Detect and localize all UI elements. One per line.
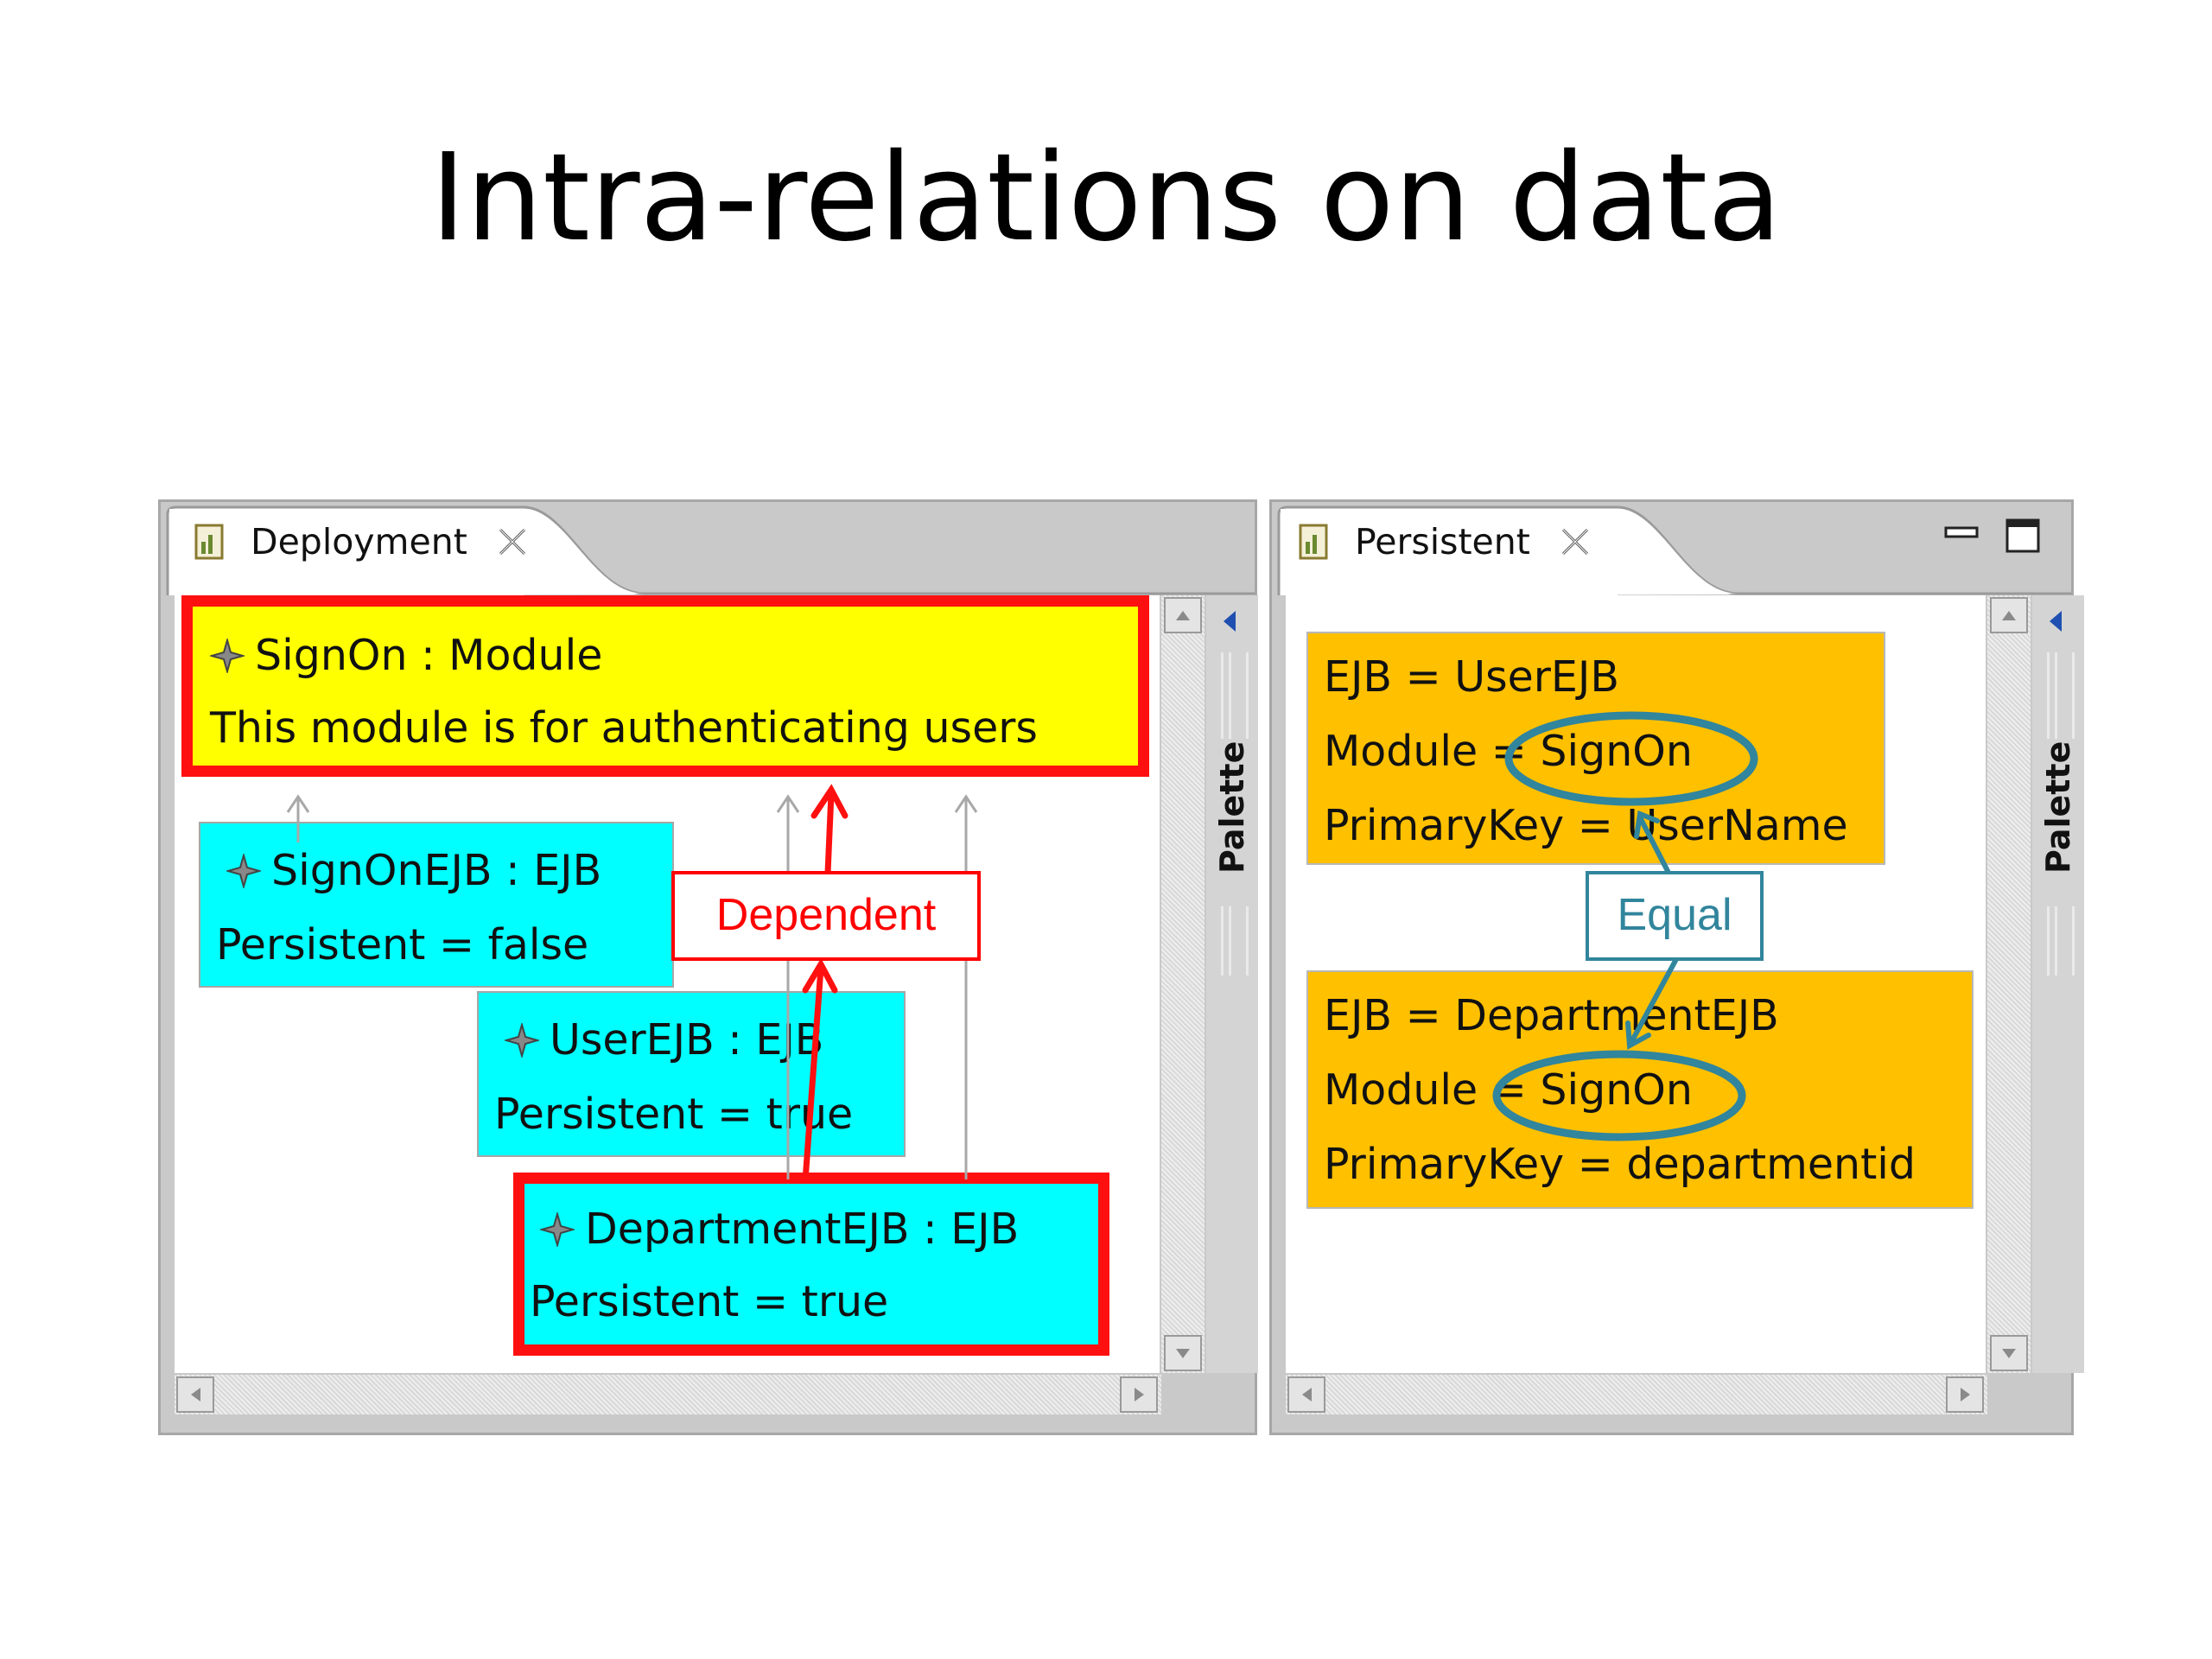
node-departmentejb-prop: Persistent = true	[530, 1277, 889, 1326]
record-userejb-ejb: EJB = UserEJB	[1324, 652, 1619, 702]
record-departmentejb-ejb: EJB = DepartmentEJB	[1324, 991, 1779, 1040]
palette-grip	[2047, 652, 2075, 739]
node-signonejb[interactable]: SignOnEJB : EJB Persistent = false	[199, 822, 674, 988]
deployment-vertical-scrollbar[interactable]	[1161, 595, 1205, 1373]
palette-grip	[2047, 906, 2075, 976]
arrow-right-icon	[1960, 1388, 1970, 1402]
scroll-down-button[interactable]	[1990, 1335, 2028, 1371]
node-signon-title: SignOn : Module	[255, 631, 603, 680]
close-icon[interactable]	[1556, 523, 1594, 561]
element-icon	[226, 854, 261, 888]
diagram-file-icon	[194, 524, 224, 560]
node-userejb-prop: Persistent = true	[494, 1090, 854, 1139]
palette-label: Palette	[2039, 741, 2077, 874]
palette-grip	[1221, 652, 1249, 739]
persistent-canvas[interactable]: EJB = UserEJB Module = SignOn PrimaryKey…	[1286, 595, 1986, 1373]
palette-collapse-icon[interactable]	[2050, 611, 2062, 632]
deployment-palette[interactable]: Palette	[1206, 595, 1258, 1373]
minimize-icon[interactable]	[1943, 521, 1980, 543]
node-departmentejb[interactable]: DepartmentEJB : EJB Persistent = true	[513, 1173, 1109, 1356]
close-icon[interactable]	[493, 523, 531, 561]
record-userejb[interactable]: EJB = UserEJB Module = SignOn PrimaryKey…	[1306, 632, 1885, 865]
deployment-tab-shape	[166, 505, 1255, 595]
palette-label: Palette	[1213, 741, 1251, 874]
slide-title: Intra-relations on data	[430, 128, 1782, 269]
persistent-horizontal-scrollbar[interactable]	[1286, 1375, 1987, 1414]
node-signonejb-prop: Persistent = false	[216, 920, 589, 969]
arrow-up-icon	[1176, 610, 1190, 620]
tab-persistent-label: Persistent	[1355, 521, 1530, 563]
node-signon-desc: This module is for authenticating users	[210, 703, 1038, 753]
node-signonejb-title: SignOnEJB : EJB	[271, 846, 602, 895]
scroll-up-button[interactable]	[1164, 597, 1202, 633]
element-icon	[540, 1212, 575, 1247]
element-icon	[505, 1023, 539, 1058]
scroll-right-button[interactable]	[1946, 1376, 1984, 1413]
arrow-left-icon	[1301, 1388, 1312, 1402]
node-userejb-title: UserEJB : EJB	[550, 1015, 824, 1065]
palette-collapse-icon[interactable]	[1224, 611, 1236, 632]
scroll-right-button[interactable]	[1120, 1376, 1158, 1413]
persistent-tab-shape	[1277, 505, 2071, 595]
tab-deployment-label: Deployment	[251, 521, 467, 563]
record-departmentejb-module: Module = SignOn	[1324, 1065, 1693, 1115]
palette-grip	[1221, 906, 1249, 976]
arrow-down-icon	[2002, 1348, 2016, 1358]
record-departmentejb[interactable]: EJB = DepartmentEJB Module = SignOn Prim…	[1306, 970, 1974, 1209]
scroll-left-button[interactable]	[1287, 1376, 1325, 1413]
tab-deployment[interactable]: Deployment	[194, 511, 531, 573]
persistent-vertical-scrollbar[interactable]	[1987, 595, 2031, 1373]
arrow-down-icon	[1176, 1348, 1190, 1358]
scroll-up-button[interactable]	[1990, 597, 2028, 633]
deployment-canvas[interactable]: SignOn : Module This module is for authe…	[175, 595, 1160, 1373]
persistent-palette[interactable]: Palette	[2032, 595, 2084, 1373]
record-userejb-key: PrimaryKey = UserName	[1324, 801, 1848, 850]
equal-label: Equal	[1586, 871, 1764, 961]
dependent-label: Dependent	[671, 871, 981, 961]
maximize-icon[interactable]	[2005, 518, 2041, 554]
deployment-view: Deployment SignOn : Module This module i…	[158, 499, 1258, 1435]
arrow-up-icon	[2002, 610, 2016, 620]
scroll-left-button[interactable]	[176, 1376, 214, 1413]
element-icon	[210, 639, 245, 673]
tab-persistent[interactable]: Persistent	[1298, 511, 1594, 573]
node-userejb[interactable]: UserEJB : EJB Persistent = true	[477, 991, 906, 1157]
diagram-file-icon	[1299, 524, 1328, 560]
record-departmentejb-key: PrimaryKey = departmentid	[1324, 1140, 1916, 1189]
persistent-view: Persistent EJB = UserEJB Module = SignOn…	[1269, 499, 2084, 1435]
node-departmentejb-title: DepartmentEJB : EJB	[585, 1205, 1020, 1254]
record-userejb-module: Module = SignOn	[1324, 727, 1693, 776]
deployment-horizontal-scrollbar[interactable]	[175, 1375, 1161, 1414]
arrow-right-icon	[1134, 1388, 1144, 1402]
scroll-down-button[interactable]	[1164, 1335, 1202, 1371]
node-signon-module[interactable]: SignOn : Module This module is for authe…	[181, 595, 1149, 777]
arrow-left-icon	[190, 1388, 200, 1402]
